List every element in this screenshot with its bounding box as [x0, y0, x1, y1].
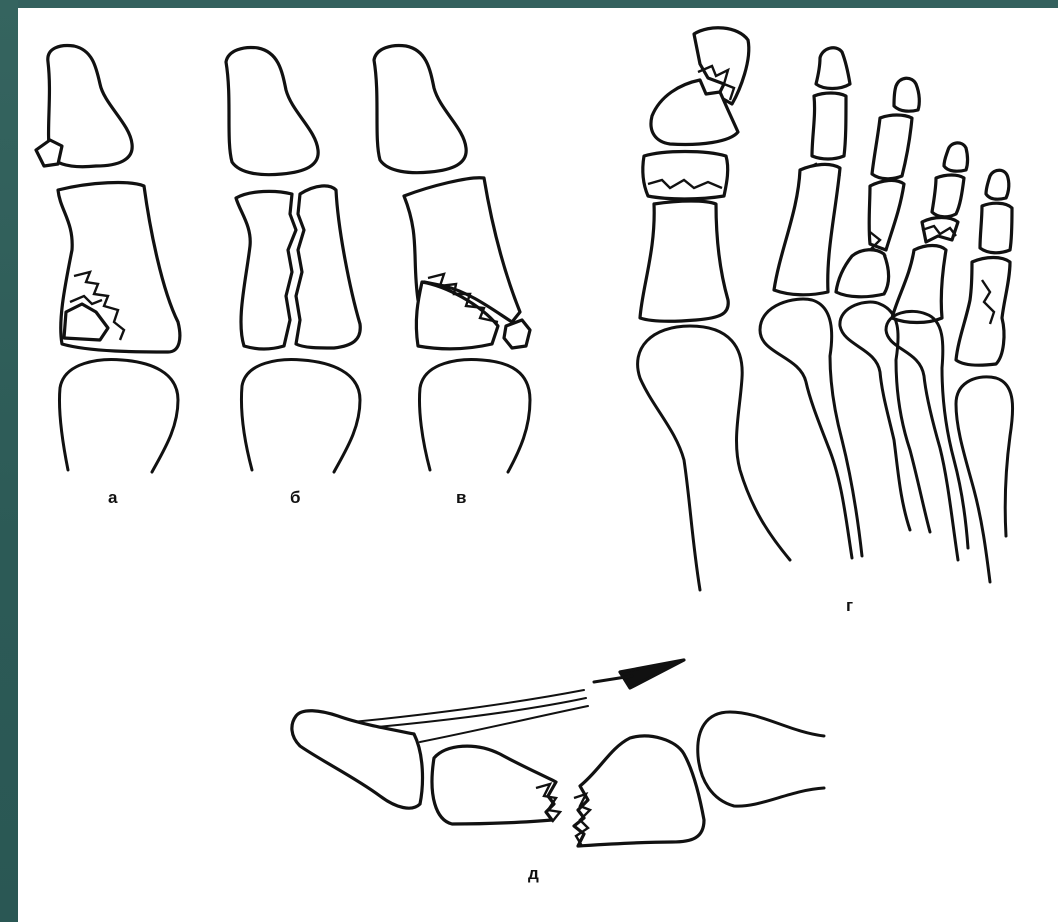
panel-a-metatarsal-head: [59, 360, 178, 472]
panel-v-fragment-right: [504, 320, 530, 348]
label-b: б: [290, 488, 301, 508]
label-d: д: [528, 864, 539, 884]
panel-g-toe5-proximal: [956, 258, 1010, 366]
panel-g-toe2-distal: [816, 48, 850, 89]
panel-d-arrow-head: [620, 660, 684, 688]
panel-g-toe5-middle: [980, 203, 1012, 253]
panel-g-toe2-middle: [812, 93, 846, 159]
panel-a-avulsion-fragment: [36, 140, 62, 166]
panel-g-hallux-proximal-head: [643, 152, 728, 200]
panel-d-metatarsal: [698, 712, 824, 806]
panel-g-toe2-proximal: [774, 164, 840, 294]
panel-d-proximal-phalanx: [574, 736, 704, 846]
panel-v-metatarsal-head: [419, 360, 530, 472]
panel-g-toe3-middle: [872, 115, 912, 179]
panel-d-lateral: [292, 660, 824, 846]
panel-g-hallux-proximal-shaft: [640, 201, 728, 321]
panel-a-toe: [36, 46, 180, 472]
label-g: г: [846, 596, 853, 616]
label-v: в: [456, 488, 466, 508]
panel-g-first-metatarsal: [638, 326, 790, 590]
panel-b-distal-phalanx: [226, 48, 318, 175]
panel-g-toe3-proximal-base: [836, 250, 889, 297]
panel-g-toe4-middle: [932, 175, 964, 217]
panel-g-toe3-distal: [894, 78, 919, 111]
panel-b-proximal-fragment-left: [236, 191, 296, 349]
panel-g-foot: [638, 28, 1013, 590]
panel-b-metatarsal-head: [241, 360, 360, 472]
panel-g-toe5-distal: [986, 170, 1009, 199]
panel-g-toe4-distal: [944, 143, 968, 171]
panel-g-toe5-metatarsal: [956, 377, 1013, 582]
panel-v-distal-phalanx: [374, 46, 466, 173]
panel-v-toe: [374, 46, 530, 472]
panel-g-toe3-proximal-distal-part: [869, 180, 904, 250]
label-a: а: [108, 488, 117, 508]
panel-b-toe: [226, 48, 360, 472]
panel-b-proximal-fragment-right: [296, 186, 360, 348]
panel-d-middle-phalanx: [432, 746, 556, 824]
